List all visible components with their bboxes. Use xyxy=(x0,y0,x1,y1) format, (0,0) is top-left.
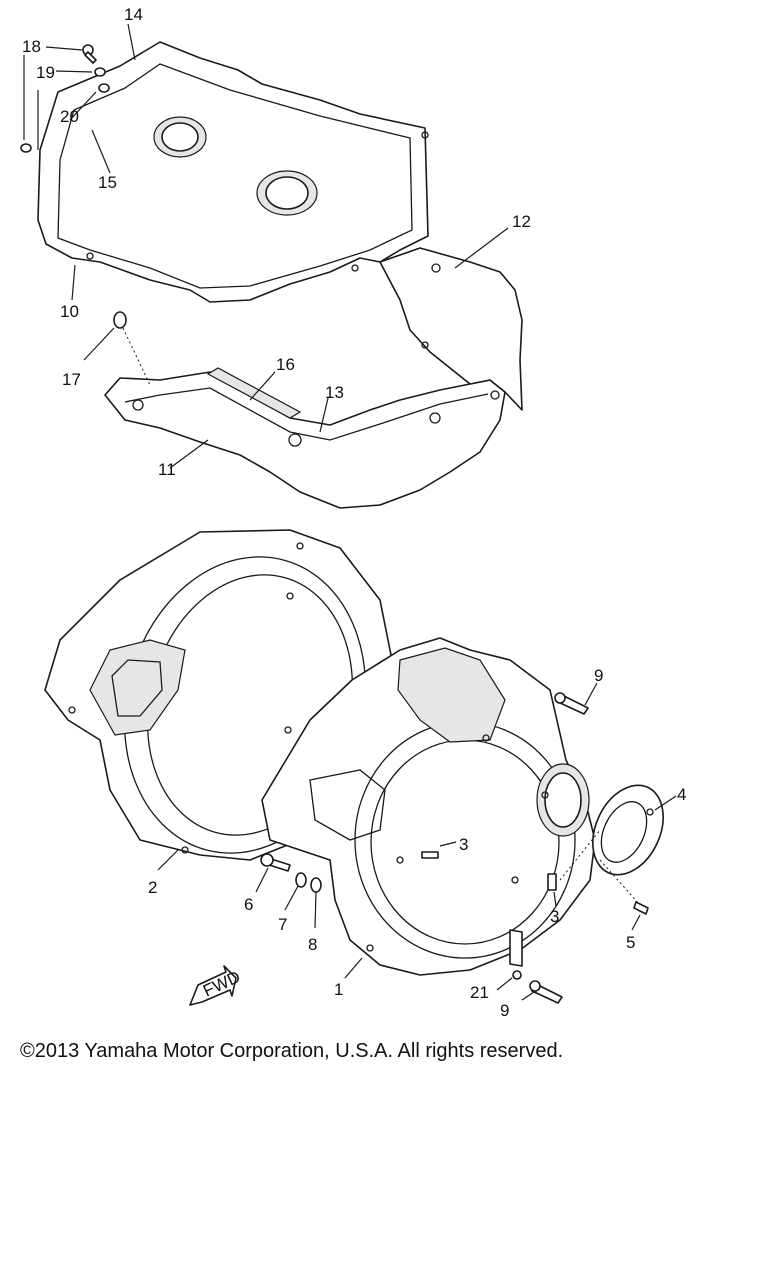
washer-part-20 xyxy=(98,83,110,93)
bracket-part-21 xyxy=(509,929,523,980)
cap-part-4 xyxy=(592,784,664,876)
callout-17: 17 xyxy=(62,370,81,389)
callout-10: 10 xyxy=(60,302,79,321)
callout-3-right: 3 xyxy=(550,907,559,926)
callout-numbers: 14 18 19 20 15 12 10 17 16 13 11 9 4 3 2… xyxy=(22,5,686,1020)
fwd-label: FWD xyxy=(200,967,243,1001)
callout-20: 20 xyxy=(60,107,79,126)
callout-16: 16 xyxy=(276,355,295,374)
callout-8: 8 xyxy=(308,935,317,954)
strip-part-16 xyxy=(206,367,302,419)
callout-13: 13 xyxy=(325,383,344,402)
callout-19: 19 xyxy=(36,63,55,82)
callout-11: 11 xyxy=(158,460,176,479)
dowel-pin-part-3 xyxy=(421,851,557,891)
washer-part-19 xyxy=(94,67,106,77)
bolt-part-18 xyxy=(82,44,97,64)
side-cover-part-12 xyxy=(379,247,523,411)
parts-diagram: FWD 14 18 19 20 15 xyxy=(20,5,686,1020)
callout-1: 1 xyxy=(334,980,343,999)
callout-9-top: 9 xyxy=(594,666,603,685)
callout-14: 14 xyxy=(124,5,143,24)
callout-5: 5 xyxy=(626,933,635,952)
callout-6: 6 xyxy=(244,895,253,914)
leader-lines xyxy=(23,23,677,1001)
callout-12: 12 xyxy=(512,212,531,231)
callout-9-bottom: 9 xyxy=(500,1001,509,1020)
bolt-part-9 xyxy=(554,692,589,715)
case-cover-part-1 xyxy=(261,637,596,976)
washer-part-17 xyxy=(113,311,127,329)
outer-cover-part-10 xyxy=(37,41,429,303)
callout-18: 18 xyxy=(22,37,41,56)
callout-3-left: 3 xyxy=(459,835,468,854)
nut-part-8 xyxy=(310,877,322,893)
callout-2: 2 xyxy=(148,878,157,897)
bolt-part-6 xyxy=(260,853,291,872)
washer-part-7 xyxy=(295,872,307,888)
callout-7: 7 xyxy=(278,915,287,934)
lower-cover-part-11 xyxy=(104,371,506,509)
screw-left xyxy=(20,143,32,153)
copyright-notice: ©2013 Yamaha Motor Corporation, U.S.A. A… xyxy=(20,1040,564,1062)
fwd-arrow-icon: FWD xyxy=(189,965,243,1006)
callout-4: 4 xyxy=(677,785,686,804)
bolt-part-5 xyxy=(633,901,649,915)
callout-15: 15 xyxy=(98,173,117,192)
callout-21: 21 xyxy=(470,983,489,1002)
bolt-part-9b xyxy=(529,980,563,1004)
